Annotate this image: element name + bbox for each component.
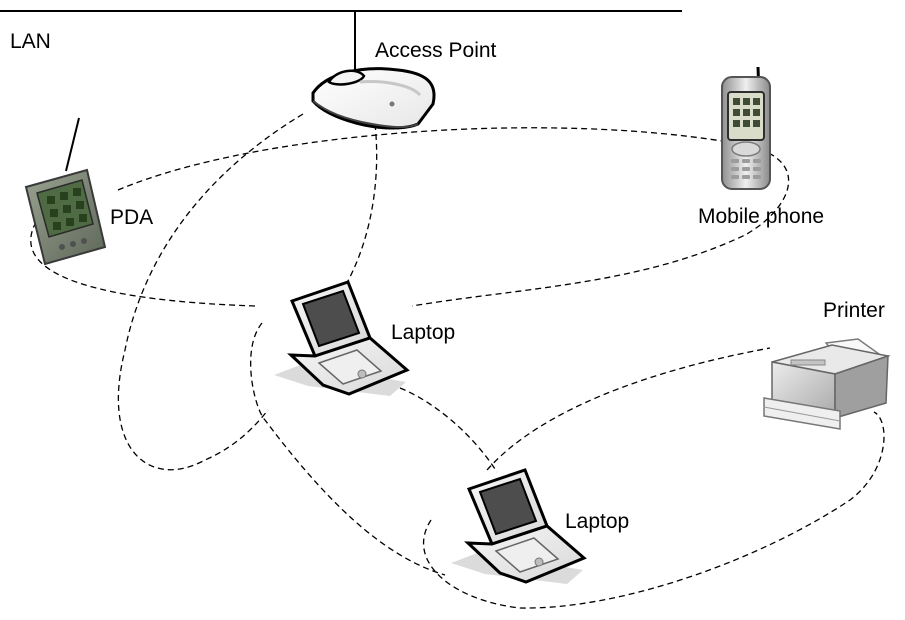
center-laptop-label: Laptop [391,321,456,344]
pda-label: PDA [110,206,154,229]
pda-phone-link [117,127,790,307]
access-point-label: Access Point [375,39,497,62]
printer-laptop-link-upper [486,347,771,471]
center-laptop-loop-link [250,322,446,576]
mobile-phone-label: Mobile phone [698,205,825,228]
center-laptop-device [274,280,410,396]
pda-device [24,117,107,266]
center-bottom-laptop-link [399,387,498,473]
printer-laptop-link-lower [422,411,885,609]
printer-icon [763,338,891,430]
lan-label: LAN [10,30,51,53]
bottom-laptop-device [451,468,587,584]
wireless-access-point-icon [311,67,436,130]
access-point-center-laptop-link [342,123,378,291]
printer-label: Printer [823,299,885,322]
lan-backbone [0,10,682,72]
bottom-laptop-label: Laptop [565,510,630,533]
laptop-icon [274,280,410,396]
wireless-links [30,113,885,609]
pda-center-laptop-link [30,221,256,307]
access-point-loop-link [117,113,304,471]
access-point-device [311,67,436,130]
mobile-phone-icon [721,66,771,190]
printer-device [763,338,891,430]
mobile-phone-device [721,66,771,190]
pda-icon [24,117,107,266]
laptop-icon [451,468,587,584]
